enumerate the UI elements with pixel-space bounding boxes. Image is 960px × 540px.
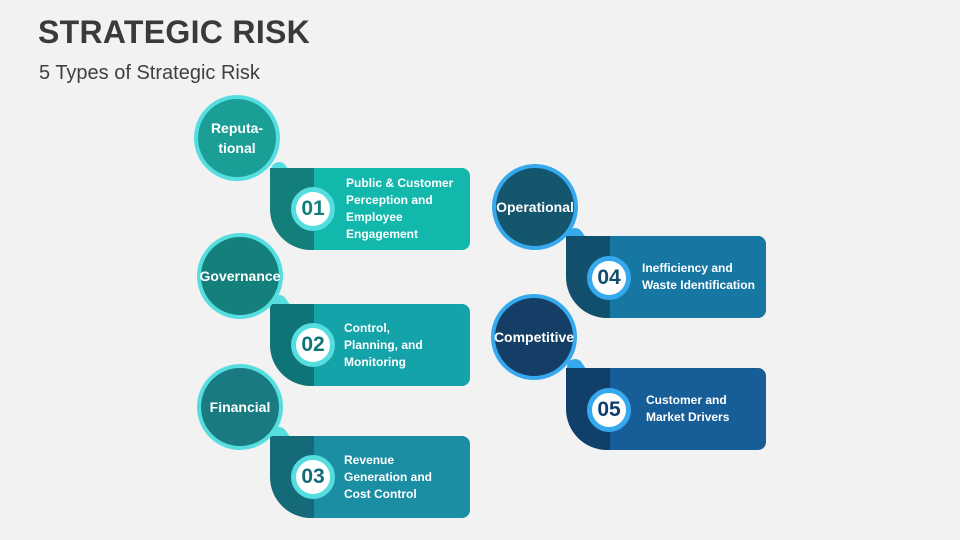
risk-name: Financial xyxy=(209,399,271,415)
risk-number-badge: 01 xyxy=(291,187,335,231)
risk-description: Revenue Generation and Cost Control xyxy=(344,452,433,501)
risk-number-badge: 03 xyxy=(291,455,335,499)
risk-bubble-governance: Governance xyxy=(197,233,283,319)
risk-name: Operational xyxy=(496,199,574,215)
risk-description: Inefficiency and Waste Identification xyxy=(642,261,755,292)
card-body xyxy=(314,304,470,386)
risk-description: Control, Planning, and Monitoring xyxy=(344,320,423,369)
card-body xyxy=(610,236,766,318)
risk-number-badge: 02 xyxy=(291,323,335,367)
card-body xyxy=(314,168,470,250)
risk-name: Reputa- tional xyxy=(210,120,264,156)
risk-name: Governance xyxy=(199,268,281,284)
risk-number-badge: 04 xyxy=(587,256,631,300)
risk-bubble-operational: Operational xyxy=(492,164,578,250)
risk-name: Competitive xyxy=(493,329,575,345)
page-subtitle: 5 Types of Strategic Risk xyxy=(39,62,260,84)
risk-description: Customer and Market Drivers xyxy=(646,393,730,424)
page-title: STRATEGIC RISK xyxy=(38,14,311,50)
risk-number-badge: 05 xyxy=(587,388,631,432)
card-body xyxy=(314,436,470,518)
risk-bubble-competitive: Competitive xyxy=(491,294,577,380)
risk-card-03: Revenue Generation and Cost Control xyxy=(270,436,470,518)
risk-bubble-financial: Financial xyxy=(197,364,283,450)
risk-description: Public & Customer Perception and Employe… xyxy=(346,176,454,241)
card-body xyxy=(610,368,766,450)
risk-card-02: Control, Planning, and Monitoring xyxy=(270,304,470,386)
risk-bubble-reputational: Reputa- tional xyxy=(194,95,280,181)
